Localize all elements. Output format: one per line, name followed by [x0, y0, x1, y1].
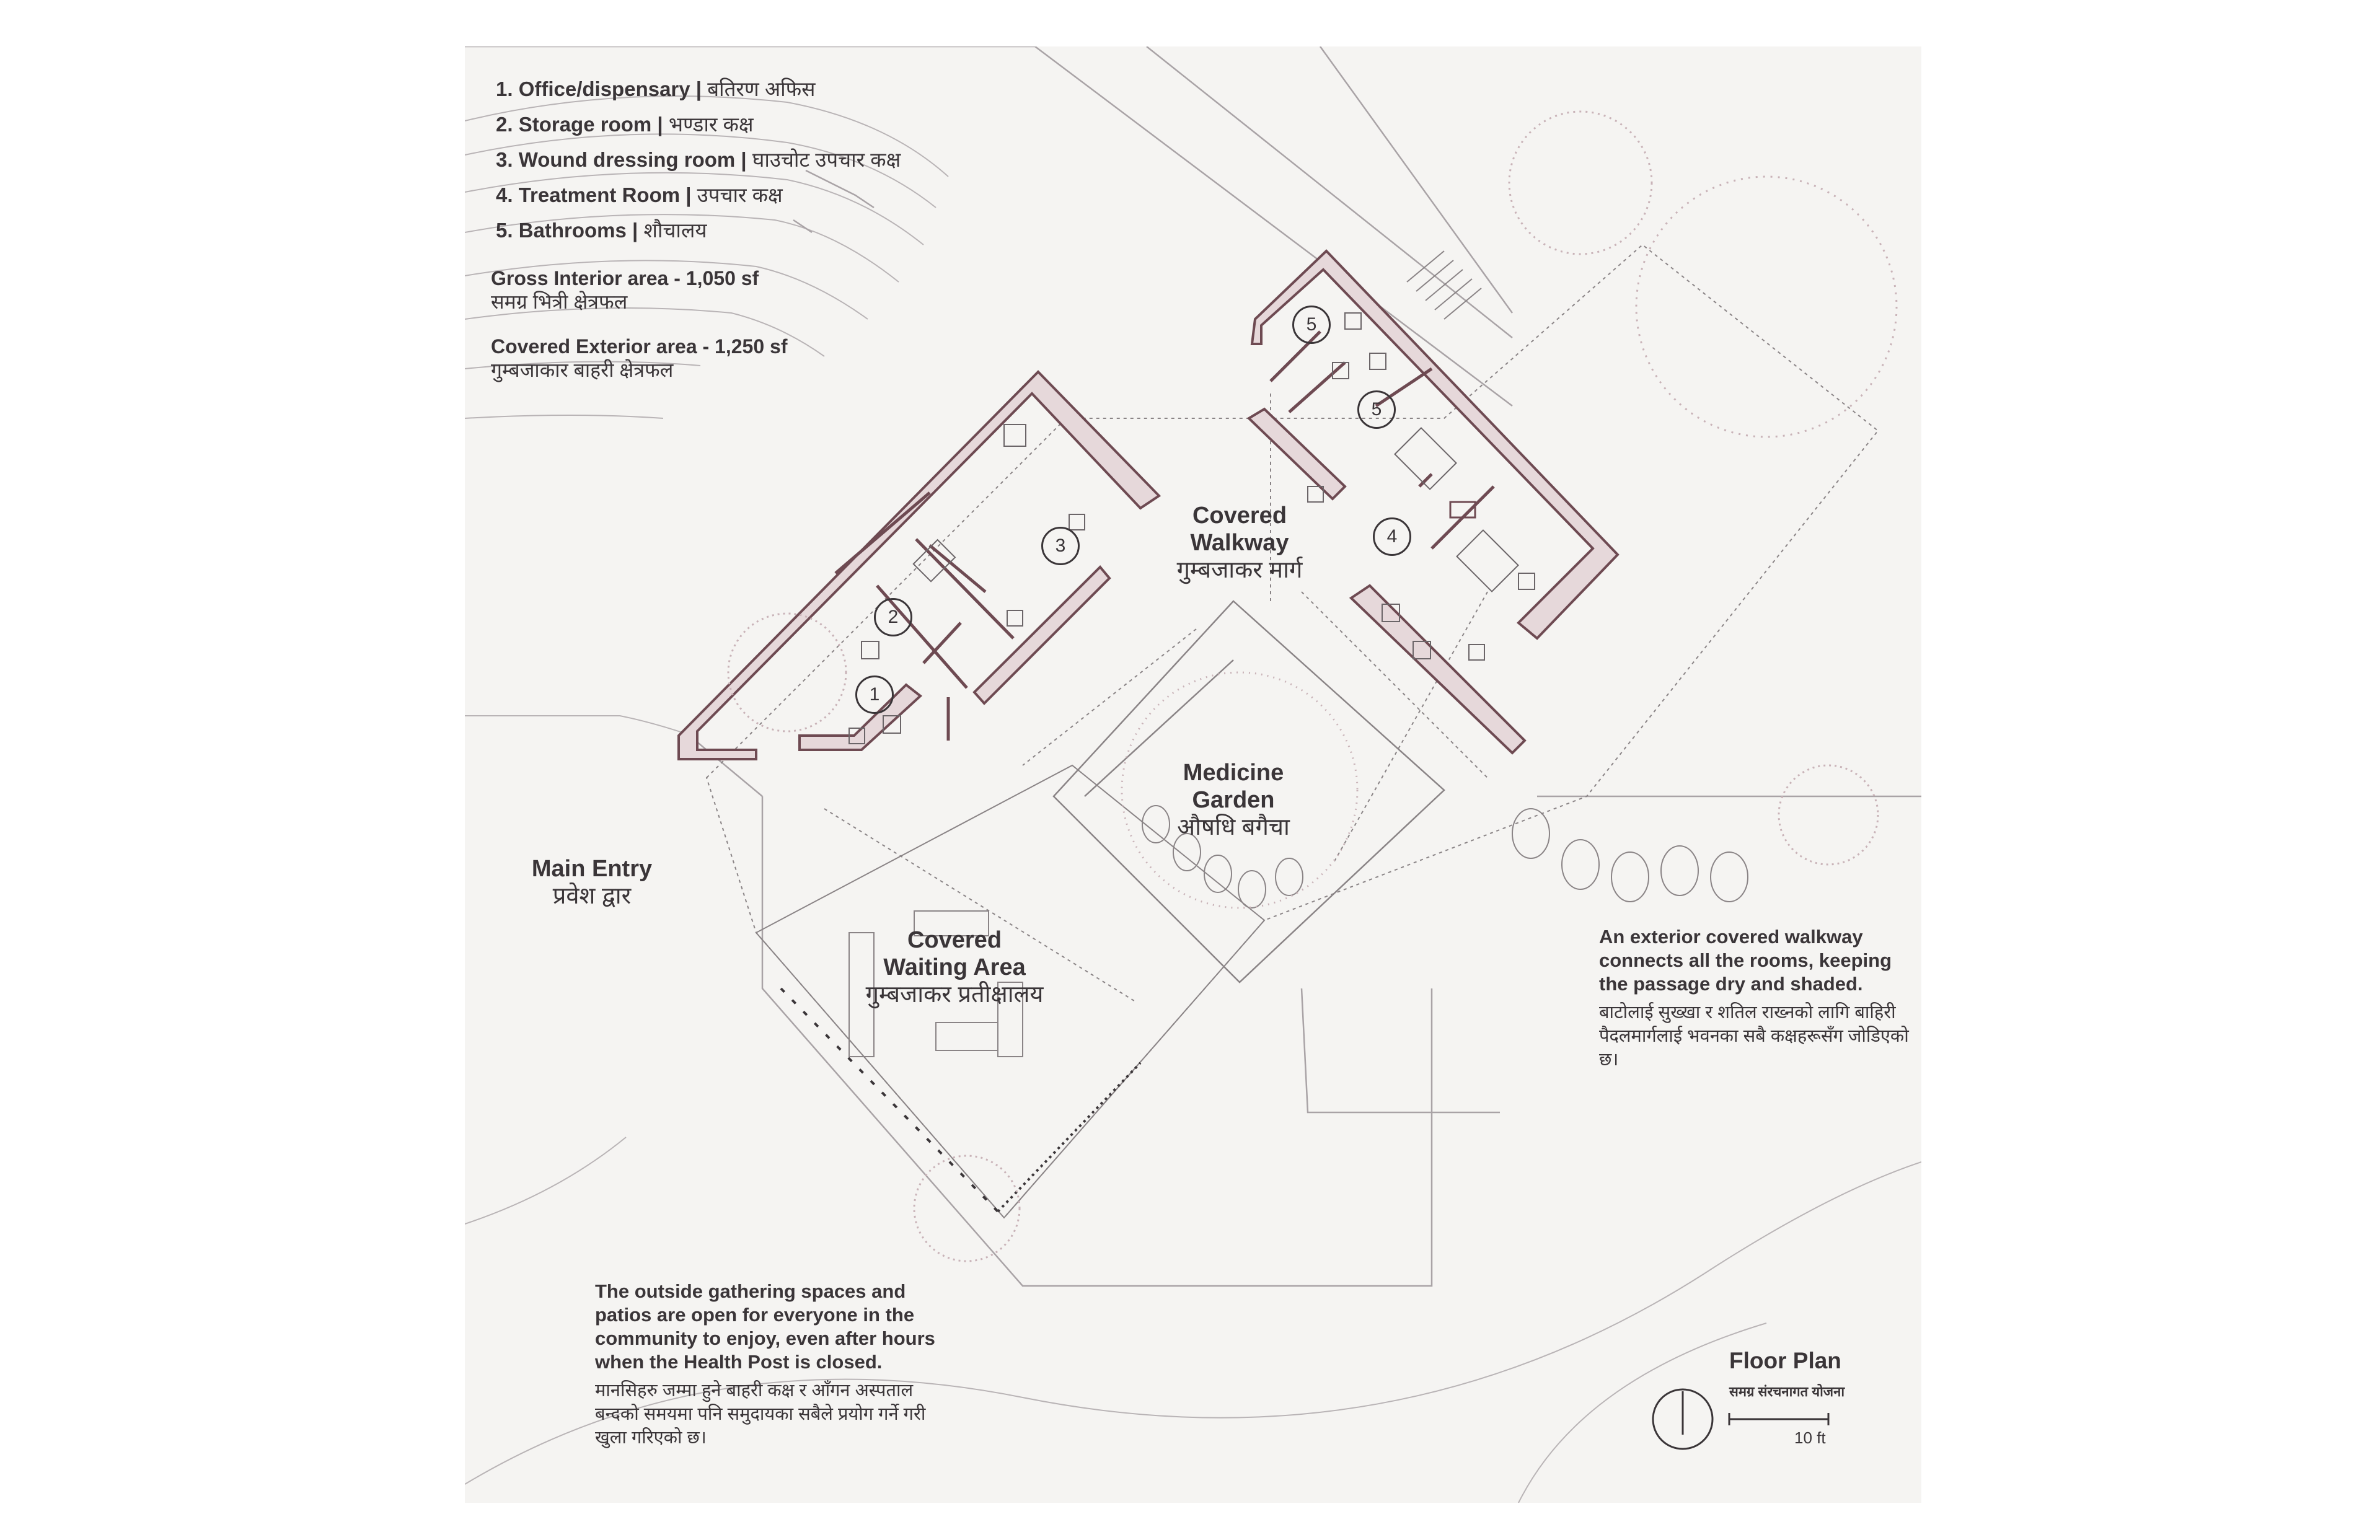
room-legend: 1. Office/dispensary | बतिरण अफिस 2. Sto… — [496, 71, 901, 248]
main-entry-label: Main Entry प्रवेश द्वार — [531, 856, 653, 909]
gross-interior-area: Gross Interior area - 1,050 sf समग्र भित… — [491, 267, 759, 313]
covered-walkway-label: Covered Walkway गुम्बजाकर मार्ग — [1176, 503, 1303, 583]
north-arrow-icon — [1652, 1388, 1714, 1450]
waiting-area-label: Covered Waiting Area गुम्बजाकर प्रतीक्षा… — [865, 927, 1044, 1008]
floor-plan-title: Floor Plan — [1729, 1348, 1841, 1373]
road-lines — [465, 46, 1514, 407]
covered-exterior-area: Covered Exterior area - 1,250 sf गुम्बजा… — [491, 335, 788, 381]
floor-plan-subtitle: समग्र संरचनागत योजना — [1729, 1384, 1845, 1399]
room-number-5a: 5 — [1292, 306, 1331, 344]
legend-item: 5. Bathrooms | शौचालय — [496, 219, 707, 242]
legend-item: 4. Treatment Room | उपचार कक्ष — [496, 183, 783, 206]
floor-plan-sheet: 1. Office/dispensary | बतिरण अफिस 2. Sto… — [465, 46, 1921, 1503]
tree-symbols — [727, 110, 1898, 1262]
room-number-5b: 5 — [1357, 390, 1396, 429]
room-number-4: 4 — [1373, 517, 1411, 556]
furniture — [848, 312, 1535, 744]
gathering-note: The outside gathering spaces and patios … — [595, 1280, 935, 1448]
scale-label: 10 ft — [1794, 1428, 1826, 1447]
walkway-note: An exterior covered walkway connects all… — [1599, 926, 1909, 1070]
room-number-2: 2 — [874, 598, 912, 636]
site-contours — [465, 95, 1921, 1503]
legend-item: 3. Wound dressing room | घाउचोट उपचार कक… — [496, 148, 901, 171]
medicine-garden-label: Medicine Garden औषधि बगैचा — [1177, 760, 1290, 840]
floor-plan-drawing — [465, 46, 1921, 1503]
room-number-1: 1 — [855, 675, 894, 714]
legend-item: 1. Office/dispensary | बतिरण अफिस — [496, 77, 816, 100]
medicine-garden-outline — [1052, 600, 1445, 983]
room-number-3: 3 — [1041, 527, 1080, 565]
stairs — [1406, 250, 1482, 320]
waiting-area-outline — [755, 764, 1266, 1219]
stepping-stones — [1142, 805, 1748, 909]
right-building-walls — [1246, 249, 1620, 755]
scale-bar — [1728, 1413, 1830, 1425]
legend-item: 2. Storage room | भण्डार कक्ष — [496, 113, 754, 136]
ground-outlines — [687, 734, 1921, 1287]
